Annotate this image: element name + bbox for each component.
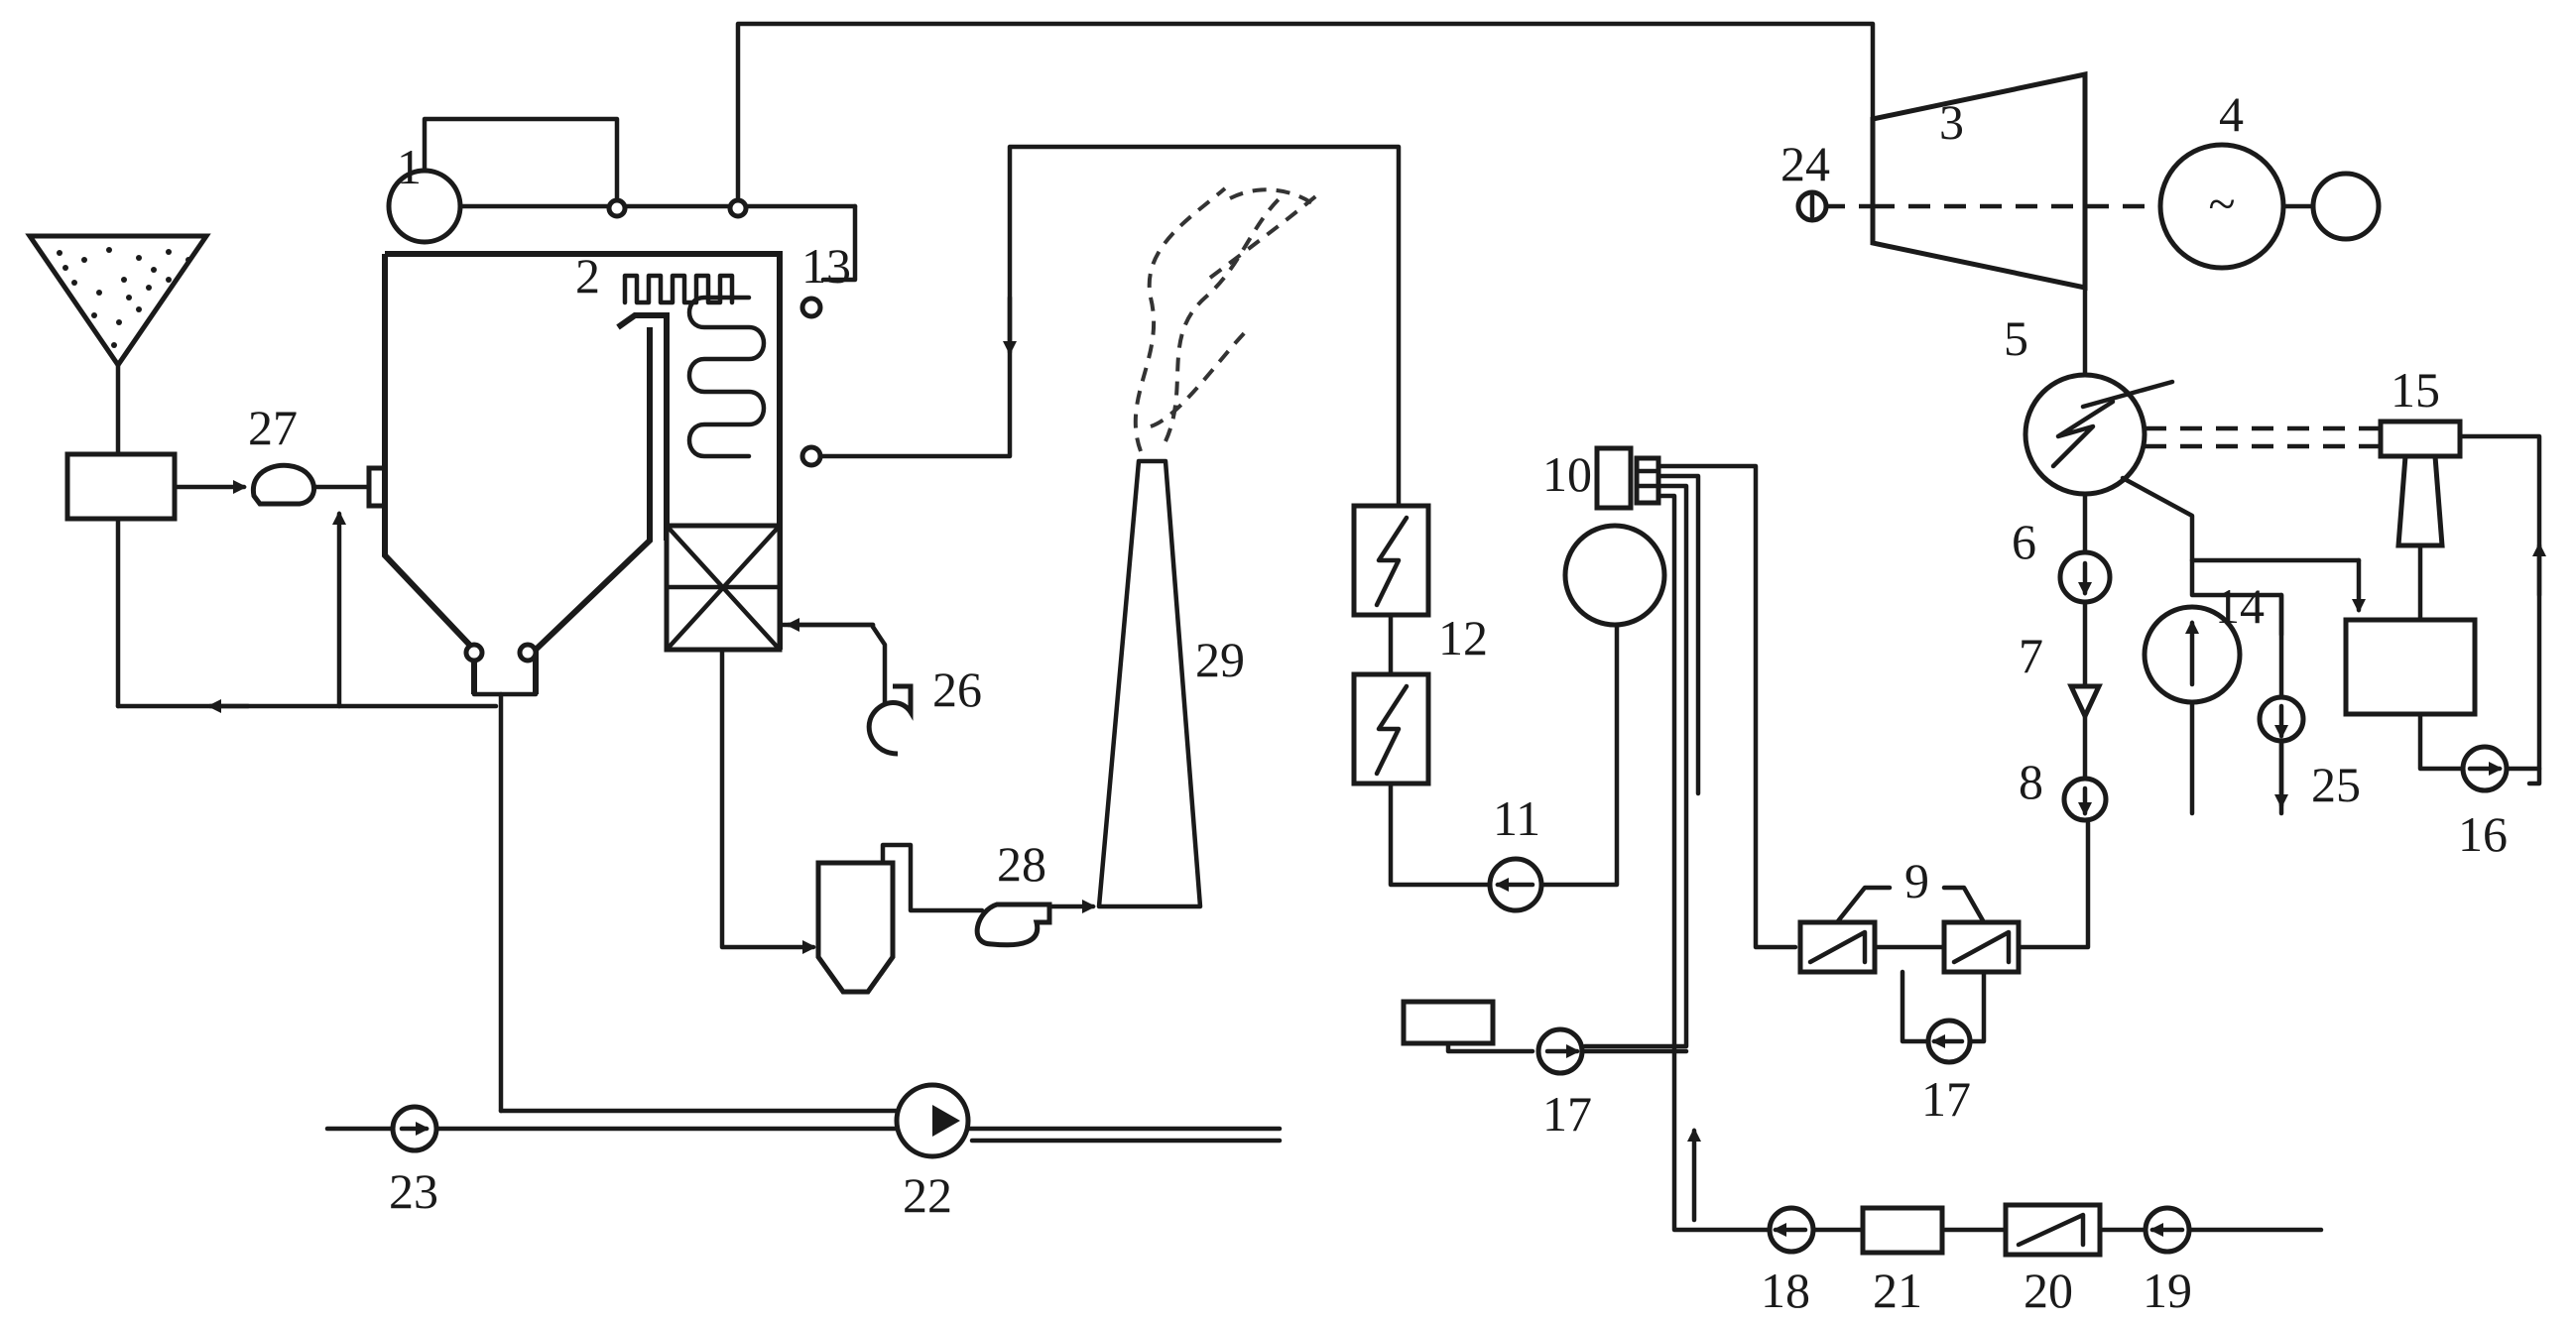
label-24: 24 (1780, 136, 1830, 191)
convective-superheater (686, 295, 767, 459)
label-10: 10 (1542, 446, 1592, 502)
high-pressure-heaters (1351, 503, 1491, 888)
label-13: 13 (801, 238, 851, 294)
label-20: 20 (2024, 1263, 2073, 1318)
platen-superheater (622, 273, 735, 305)
deaerator (1562, 445, 1667, 628)
smoke-plume (1133, 186, 1321, 452)
label-14: 14 (2215, 578, 2265, 634)
primary-air-fan (251, 462, 316, 507)
generator-symbol: ~ (2208, 176, 2235, 231)
makeup-water-tank (1401, 999, 1496, 1046)
label-26: 26 (932, 662, 982, 717)
condenser (2023, 372, 2175, 497)
cooling-water-tank (2343, 617, 2478, 717)
coal-mill (64, 451, 178, 522)
label-17-right: 17 (1921, 1071, 1971, 1127)
cooling-tower-pump (2378, 419, 2463, 548)
label-7: 7 (2019, 628, 2043, 683)
condensate-filter (2067, 683, 2103, 722)
label-4: 4 (2219, 86, 2244, 142)
exciter (2310, 171, 2382, 242)
forced-draft-fan (866, 683, 914, 757)
label-8: 8 (2019, 754, 2043, 809)
label-23: 23 (389, 1163, 438, 1219)
label-17-left: 17 (1542, 1086, 1592, 1142)
chimney (1096, 458, 1203, 909)
steam-turbine (1870, 70, 2088, 292)
label-19: 19 (2143, 1263, 2192, 1318)
raw-water-heater (2003, 1202, 2103, 1258)
label-27: 27 (248, 400, 298, 455)
label-1: 1 (397, 139, 422, 194)
label-12: 12 (1438, 610, 1488, 665)
label-16: 16 (2458, 806, 2508, 862)
label-22: 22 (903, 1167, 952, 1223)
water-treatment-unit (1860, 1205, 1945, 1256)
label-3: 3 (1939, 94, 1964, 150)
air-preheater (664, 523, 783, 653)
label-2: 2 (575, 248, 600, 303)
label-11: 11 (1493, 790, 1540, 846)
label-28: 28 (997, 836, 1046, 892)
label-25: 25 (2311, 757, 2361, 812)
induced-draft-fan (974, 902, 1052, 948)
low-pressure-heater-2 (1941, 919, 2022, 975)
label-6: 6 (2012, 514, 2036, 569)
low-pressure-heater-1 (1797, 919, 1878, 975)
label-29: 29 (1195, 632, 1245, 687)
boiler-furnace (382, 251, 783, 1114)
label-15: 15 (2391, 362, 2440, 418)
label-9: 9 (1904, 853, 1929, 908)
label-18: 18 (1761, 1263, 1810, 1318)
coal-hopper (25, 233, 211, 370)
electrostatic-precipitator (815, 842, 985, 995)
label-21: 21 (1873, 1263, 1922, 1318)
label-5: 5 (2004, 310, 2028, 366)
